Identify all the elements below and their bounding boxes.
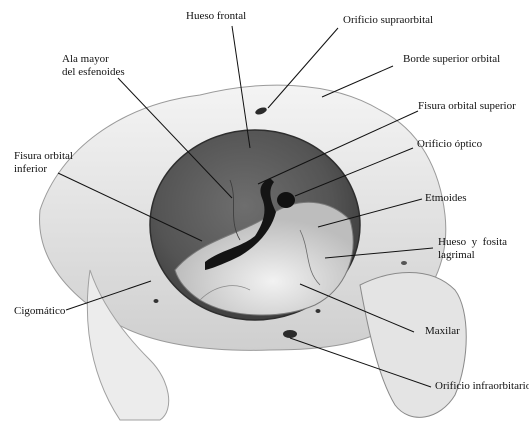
label-cigomatico: Cigomático xyxy=(14,305,65,318)
label-etmoides: Etmoides xyxy=(425,192,467,205)
label-maxilar: Maxilar xyxy=(425,325,460,338)
label-fisura-orbital-inferior: Fisura orbital inferior xyxy=(14,150,73,176)
label-borde-superior-orbital: Borde superior orbital xyxy=(403,53,500,66)
label-orificio-infraorbitario: Orificio infraorbitario xyxy=(435,380,529,393)
label-hueso-frontal: Hueso frontal xyxy=(186,10,246,23)
infraorbital-foramen-mark xyxy=(283,330,297,338)
label-hueso-fosita-lagrimal: Hueso y fosita lagrimal xyxy=(438,236,507,262)
label-ala-mayor-esfenoides: Ala mayor del esfenoides xyxy=(62,53,125,79)
label-orificio-optico: Orificio óptico xyxy=(417,138,482,151)
label-orificio-supraorbital: Orificio supraorbital xyxy=(343,14,433,27)
optic-foramen-mark xyxy=(277,192,295,208)
orbit-cavity xyxy=(150,130,360,320)
label-fisura-orbital-superior: Fisura orbital superior xyxy=(418,100,516,113)
